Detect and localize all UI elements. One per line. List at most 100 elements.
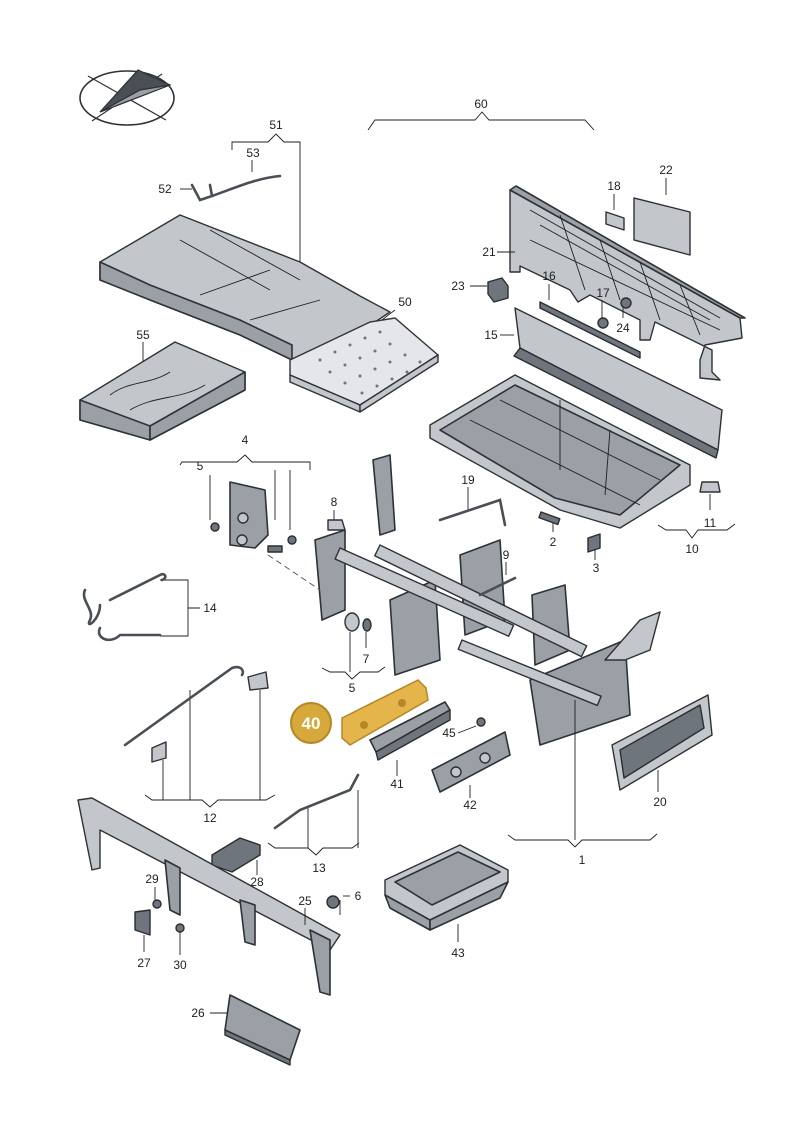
callout-17: 17: [596, 286, 610, 300]
bolt-part-2: [538, 511, 561, 526]
callout-27: 27: [137, 956, 151, 970]
spring-part-14a: [108, 572, 167, 602]
spring-part-14c: [97, 626, 162, 642]
clip-part-18: [605, 211, 625, 231]
callout-5b: 5: [349, 681, 356, 695]
callout-3: 3: [593, 561, 600, 575]
callout-6: 6: [355, 889, 362, 903]
callout-52: 52: [158, 182, 172, 196]
clip-part-27: [134, 909, 151, 936]
callout-15: 15: [484, 328, 498, 342]
foam-pad-50: [289, 317, 440, 413]
callout-22: 22: [659, 163, 673, 177]
screw-part-17: [597, 317, 609, 329]
direction-arrow-icon: [79, 69, 175, 126]
panel-part-22: [633, 197, 691, 256]
bushing-part-11: [699, 481, 721, 493]
clip-part-12a: [247, 671, 269, 691]
cable-part-13: [273, 773, 360, 830]
callout-51: 51: [269, 118, 283, 132]
callout-24: 24: [616, 321, 630, 335]
callout-29: 29: [145, 872, 159, 886]
cover-part-26: [224, 994, 301, 1066]
board-part-15: [513, 307, 723, 459]
spring-part-14b: [82, 588, 102, 626]
bracket-1: [507, 833, 658, 848]
callout-13: 13: [312, 861, 326, 875]
bracket-12: [144, 794, 276, 808]
highlighted-plate-hole-a: [360, 721, 368, 729]
bracket-4: [179, 454, 311, 470]
clip-part-12b: [151, 741, 167, 763]
callout-5a: 5: [197, 459, 204, 473]
plate-part-41: [369, 701, 451, 761]
highlighted-plate-hole-b: [398, 699, 406, 707]
strip-part-16: [539, 301, 641, 359]
callout-26: 26: [191, 1006, 205, 1020]
callout-14: 14: [203, 601, 217, 615]
wire-part-53: [210, 174, 282, 198]
callout-16: 16: [542, 269, 556, 283]
clip-part-8: [327, 519, 346, 531]
nut-part-6: [326, 895, 340, 909]
callout-4: 4: [242, 433, 249, 447]
screw-part-45: [476, 717, 486, 727]
cushion-55: [79, 341, 246, 441]
cable-part-9: [478, 576, 517, 597]
callout-18: 18: [607, 179, 621, 193]
callout-43: 43: [451, 946, 465, 960]
callout-labels: 60 51 53 52 50 55 18 22 21 23 16 17 24 1…: [136, 97, 716, 1020]
callout-45: 45: [442, 726, 456, 740]
hinge-part-4: [229, 481, 269, 549]
callout-41: 41: [390, 777, 404, 791]
leader-45: [457, 725, 477, 734]
callout-9: 9: [503, 548, 510, 562]
callout-20: 20: [653, 795, 667, 809]
callout-11: 11: [704, 516, 717, 530]
bracket-51: [231, 133, 301, 265]
clip-part-52: [190, 183, 214, 202]
trim-part-25: [77, 797, 341, 996]
seat-pan-10: [429, 374, 691, 529]
callout-12: 12: [203, 811, 217, 825]
screw-part-29: [152, 899, 162, 909]
bracket-13: [267, 842, 360, 856]
knob-part-24: [620, 297, 632, 309]
rod-part-19: [438, 498, 507, 527]
nut-part-4: [287, 535, 297, 545]
highlight-callout-label: 40: [302, 714, 321, 733]
screw-part-30: [175, 923, 185, 933]
callout-42: 42: [463, 798, 477, 812]
panel-part-20: [611, 694, 713, 791]
callout-19: 19: [461, 473, 475, 487]
callout-10: 10: [685, 542, 699, 556]
washer-part-4: [210, 522, 220, 532]
backrest-frame-21: [509, 185, 746, 381]
callout-2: 2: [550, 535, 557, 549]
callout-7: 7: [363, 652, 370, 666]
rod-part-12: [123, 665, 245, 747]
axis-dashed-4: [267, 554, 321, 591]
callout-55: 55: [136, 328, 150, 342]
bracket-10: [657, 523, 736, 539]
bushing-part-5: [344, 612, 360, 632]
callout-21: 21: [482, 245, 496, 259]
seat-frame-1: [314, 454, 661, 746]
highlight-callout-40: 40: [290, 702, 332, 744]
clip-part-3: [587, 533, 601, 553]
storage-box-part-43: [384, 844, 509, 931]
bracket-60: [367, 111, 595, 131]
callout-28: 28: [250, 875, 264, 889]
callout-25: 25: [298, 894, 312, 908]
plate-part-42: [431, 731, 511, 793]
latch-part-23: [487, 277, 509, 303]
callout-30: 30: [173, 958, 187, 972]
bolt-part-4: [267, 545, 283, 553]
callout-1: 1: [579, 853, 586, 867]
callout-53: 53: [246, 146, 260, 160]
callout-50: 50: [398, 295, 412, 309]
switch-part-28: [211, 837, 261, 873]
bracket-5b: [321, 666, 386, 680]
bracket-14: [160, 579, 200, 637]
